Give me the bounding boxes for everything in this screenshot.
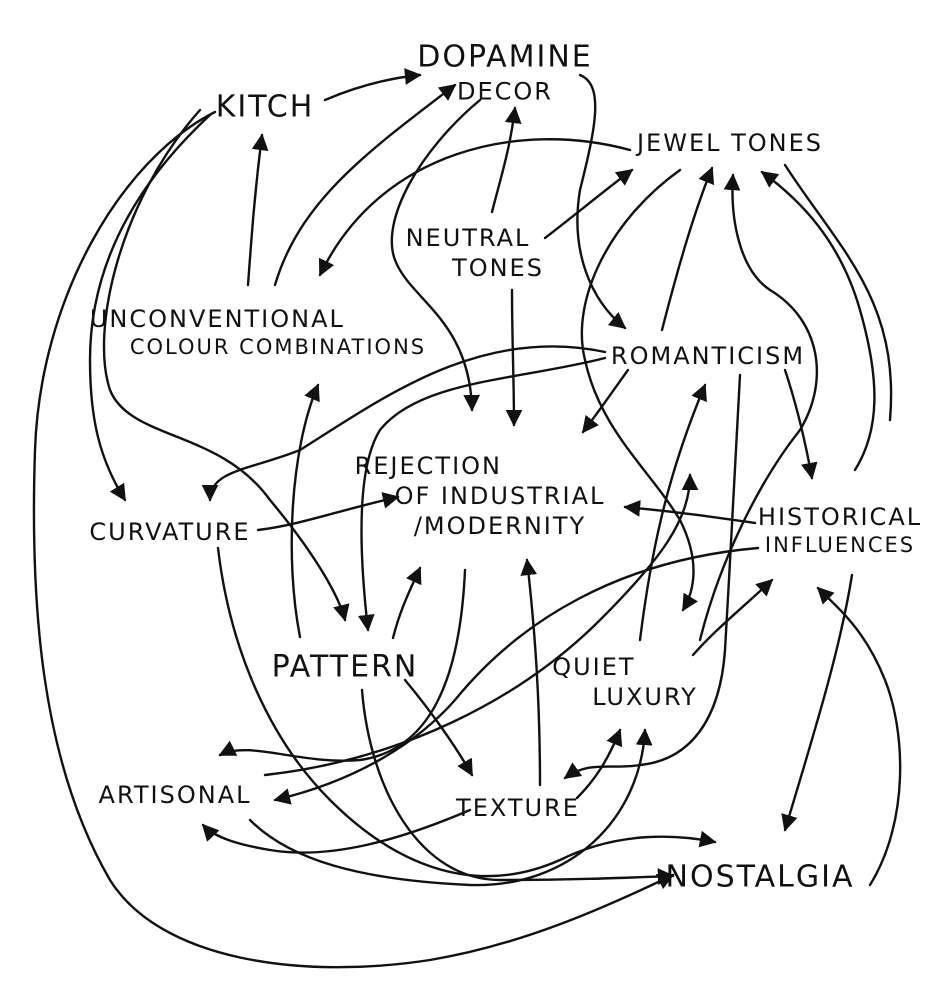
edge-texture-artisonal [201,808,472,854]
node-rejection-line-2: OF INDUSTRIAL [394,482,606,510]
edge-romanticism-curvature [201,345,607,502]
node-nostalgia-label: NOSTALGIA [665,859,855,895]
node-neutral-line-1: NEUTRAL [405,224,531,252]
node-kitch: KITCH [216,88,315,126]
node-pattern-label: PATTERN [271,649,419,685]
node-curvature: CURVATURE [89,517,250,547]
edge-curvature-rejection [256,492,400,532]
edge-quiet-historical [691,578,774,657]
node-quiet-line-2: LUXURY [592,683,698,711]
edge-pattern-unconventional [290,383,320,639]
node-unconventional-line-1: UNCONVENTIONAL [89,304,345,333]
node-dopamine-decor: DOPAMINE DECOR [417,38,593,106]
edge-romanticism-historical [783,368,818,480]
edge-dopamine-romanticism [576,73,627,330]
edge-unconventional-dopamine [273,83,457,287]
node-dopamine-line-1: DOPAMINE [417,39,593,75]
node-neutral-line-2: TONES [452,254,544,282]
edge-jewel-unconventional [318,138,632,277]
node-nostalgia: NOSTALGIA [666,858,855,896]
node-historical-line-1: HISTORICAL [757,502,923,531]
edge-kitch-nostalgia [32,110,675,969]
edge-nostalgia-historical [816,586,902,887]
node-curvature-label: CURVATURE [89,518,251,546]
edge-neutral-rejection [505,288,523,427]
edge-romanticism-rejection [581,368,630,434]
edge-curvature-nostalgia [216,546,717,878]
node-artisonal: ARTISONAL [99,780,252,810]
node-pattern: PATTERN [272,648,419,686]
edge-texture-quiet [575,728,623,800]
node-texture-label: TEXTURE [456,794,580,822]
edge-romanticism-texture [563,373,742,780]
edge-historical-nostalgia [781,573,854,832]
edge-unconventional-kitch [246,133,269,287]
edge-pattern-nostalgia [360,688,675,885]
edge-artisonal-romanticism [263,473,699,777]
node-artisonal-label: ARTISONAL [98,781,252,809]
edge-rejection-artisonal [218,568,467,762]
edge-artisonal-quiet [248,728,653,887]
node-rejection: REJECTION OF INDUSTRIAL /MODERNITY [355,451,606,541]
edge-kitch-pattern [102,108,350,622]
edge-quiet-jewel [698,173,819,642]
node-quiet-line-1: QUIET [552,653,636,681]
edge-historical-jewel [760,170,876,472]
edge-historical-artisonal [273,546,760,805]
node-kitch-label: KITCH [215,89,315,125]
node-romanticism-label: ROMANTICISM [610,342,806,370]
edge-neutral-jewel [543,168,634,240]
edge-jewel-quiet [580,168,698,612]
edge-neutral-dopamine [490,106,522,214]
node-neutral-tones: NEUTRAL TONES [392,223,544,283]
edge-historical-rejection [623,500,757,525]
node-dopamine-line-2: DECOR [457,76,553,105]
node-rejection-line-1: REJECTION [354,452,502,480]
edge-kitch-curvature [88,113,212,502]
node-rejection-line-3: /MODERNITY [413,512,587,540]
node-quiet-luxury: QUIET LUXURY [552,652,698,712]
node-jewel-tones: JEWEL TONES [637,128,823,158]
node-historical: HISTORICAL INFLUENCES [758,502,922,558]
edge-jewel-outer [783,163,893,422]
edge-pattern-rejection [391,566,422,640]
edge-romanticism-pattern [357,356,607,632]
node-unconventional: UNCONVENTIONAL COLOUR COMBINATIONS [90,304,427,360]
node-unconventional-line-2: COLOUR COMBINATIONS [129,334,427,359]
edge-texture-rejection [520,558,542,787]
edge-dopamine-rejection [390,98,482,412]
edge-quiet-romanticism [638,383,707,642]
node-texture: TEXTURE [456,793,580,823]
node-jewel-tones-label: JEWEL TONES [636,129,824,157]
node-historical-line-2: INFLUENCES [764,532,916,557]
node-romanticism: ROMANTICISM [611,341,805,371]
edge-romanticism-jewel [660,166,715,332]
edge-kitch-dopamine [323,68,422,102]
